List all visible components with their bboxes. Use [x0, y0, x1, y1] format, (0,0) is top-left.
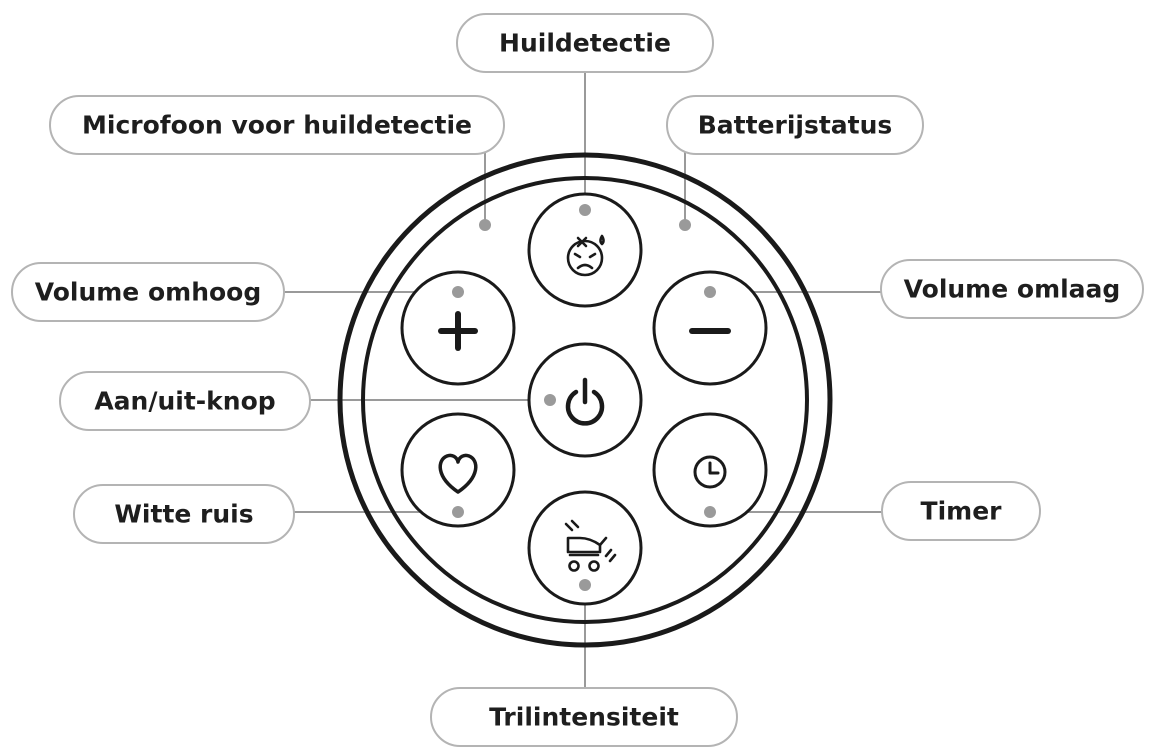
vibrating-stroller-icon: [564, 519, 617, 572]
label-volume-down: Volume omlaag: [880, 259, 1144, 319]
label-battery-status: Batterijstatus: [666, 95, 924, 155]
label-cry-microphone: Microfoon voor huildetectie: [49, 95, 505, 155]
label-volume-up: Volume omhoog: [11, 262, 285, 322]
label-timer: Timer: [881, 481, 1041, 541]
volume-up-button[interactable]: [400, 270, 516, 386]
label-text: Volume omlaag: [904, 275, 1121, 304]
device-body: [337, 152, 833, 648]
label-vibration-intensity: Trilintensiteit: [430, 687, 738, 747]
label-text: Batterijstatus: [698, 111, 893, 140]
clock-icon: [693, 455, 727, 489]
label-text: Huildetectie: [499, 29, 671, 58]
outer-ring: [337, 152, 833, 648]
volume-down-button[interactable]: [652, 270, 768, 386]
label-text: Witte ruis: [114, 500, 253, 529]
power-icon: [565, 377, 605, 426]
plus-icon: [438, 311, 478, 351]
cry-detection-button[interactable]: [527, 192, 643, 308]
white-noise-button[interactable]: [400, 412, 516, 528]
microphone-indicator: [479, 219, 491, 231]
label-power-button: Aan/uit-knop: [59, 371, 311, 431]
inner-ring: [361, 176, 809, 624]
label-cry-detection: Huildetectie: [456, 13, 714, 73]
crying-baby-icon: [566, 234, 605, 277]
label-text: Microfoon voor huildetectie: [82, 111, 472, 140]
timer-button[interactable]: [652, 412, 768, 528]
label-text: Aan/uit-knop: [94, 387, 275, 416]
label-text: Timer: [921, 497, 1003, 526]
vibration-button[interactable]: [527, 490, 643, 606]
heart-icon: [438, 453, 478, 494]
label-text: Trilintensiteit: [489, 703, 679, 732]
battery-indicator: [679, 219, 691, 231]
label-white-noise: Witte ruis: [73, 484, 295, 544]
power-button[interactable]: [527, 342, 643, 458]
label-text: Volume omhoog: [35, 278, 262, 307]
